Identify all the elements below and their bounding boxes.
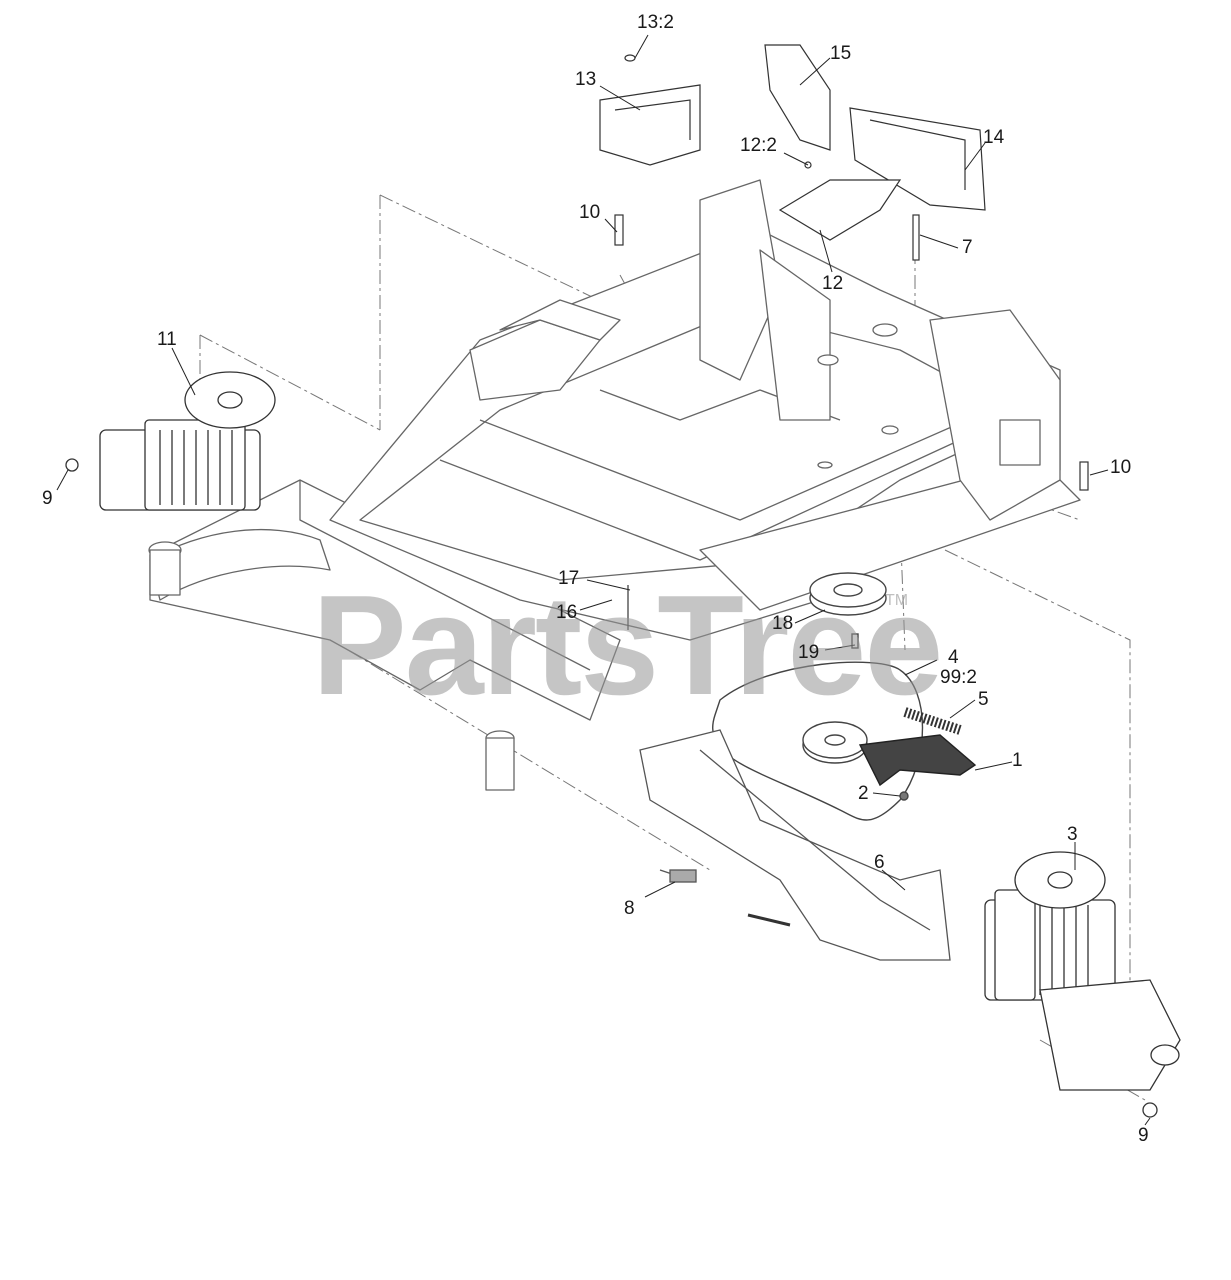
callout-5: 5 — [978, 689, 989, 710]
left-transaxle — [65, 371, 276, 511]
idler-arm-1 — [858, 734, 977, 787]
callout-4: 4 — [948, 647, 959, 668]
pump-body — [1039, 979, 1181, 1091]
bolt-10-right — [1079, 461, 1089, 491]
callout-1: 1 — [1012, 750, 1023, 771]
callout-12-2: 12:2 — [740, 135, 777, 156]
callout-3: 3 — [1067, 824, 1078, 845]
mower-frame — [148, 179, 1081, 791]
callout-18: 18 — [772, 613, 794, 634]
nut-9-right — [1142, 1102, 1158, 1118]
callout-8: 8 — [624, 898, 635, 919]
shield-13 — [599, 84, 701, 166]
callout-13: 13 — [575, 69, 597, 90]
nut-9-left — [65, 458, 79, 472]
bolt-7 — [912, 214, 920, 261]
callout-6: 6 — [874, 852, 885, 873]
spring-5 — [903, 707, 962, 735]
right-transaxle — [984, 851, 1181, 1118]
callout-9-right: 9 — [1138, 1125, 1149, 1146]
callout-11: 11 — [157, 329, 177, 350]
callout-9-left: 9 — [42, 488, 53, 509]
watermark-logo: PartsTree — [312, 566, 943, 725]
callout-19: 19 — [798, 642, 820, 663]
callout-10-top: 10 — [579, 202, 601, 223]
drive-belt-assembly — [712, 572, 977, 821]
callout-15: 15 — [830, 43, 852, 64]
callout-14: 14 — [983, 127, 1005, 148]
shields — [599, 44, 1089, 630]
callout-10-right: 10 — [1110, 457, 1132, 478]
bolt-2 — [899, 791, 909, 801]
callout-2: 2 — [858, 783, 869, 804]
leader-lines — [56, 34, 1151, 1126]
shield-14 — [849, 107, 986, 211]
front-cross-member — [639, 729, 951, 961]
callout-7: 7 — [962, 237, 973, 258]
watermark-trademark: TM — [885, 592, 909, 609]
bolt-10-top — [614, 214, 624, 246]
shield-15 — [764, 44, 831, 151]
callout-13-2: 13:2 — [637, 12, 674, 33]
key-19 — [851, 633, 859, 649]
pin-8 — [669, 869, 697, 883]
callout-12: 12 — [822, 273, 844, 294]
bolt-near-6 — [747, 913, 791, 927]
callout-99-2: 99:2 — [940, 667, 977, 688]
shield-12 — [778, 179, 902, 241]
callout-17: 17 — [558, 568, 580, 589]
callout-16: 16 — [556, 602, 578, 623]
